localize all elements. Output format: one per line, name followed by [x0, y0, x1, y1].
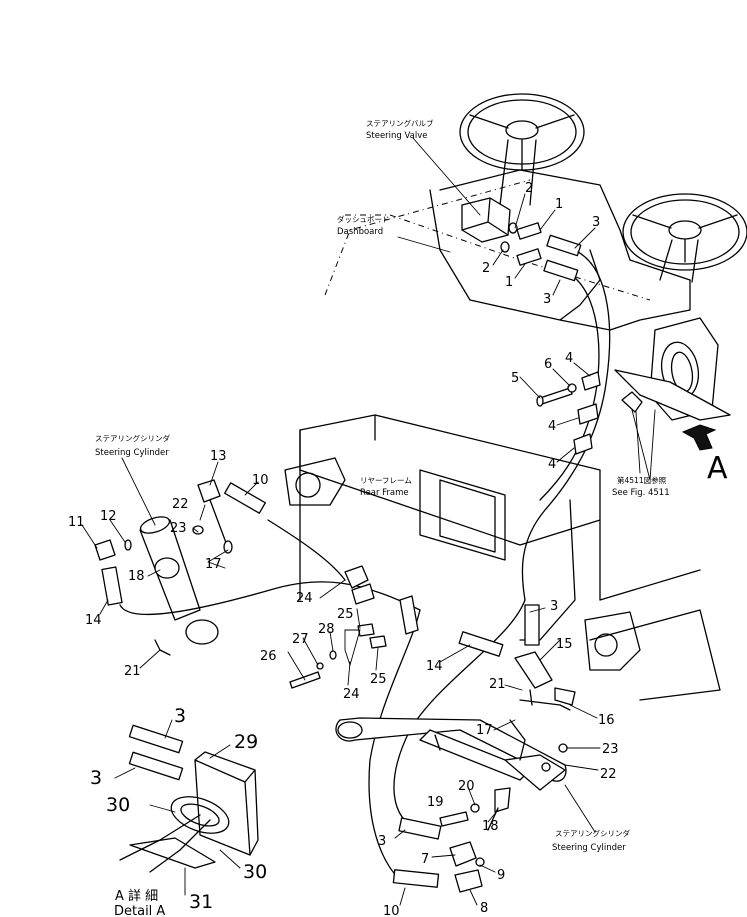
callout: 14 [426, 659, 443, 674]
dashboard-jp-label: ダッシュボード [337, 214, 390, 224]
callout: 19 [427, 795, 444, 810]
callout: 17 [205, 557, 222, 572]
callout: 10 [252, 473, 269, 488]
callout: 25 [337, 607, 354, 622]
hoses-upper [521, 251, 611, 601]
callout: 26 [260, 649, 277, 664]
steering-valve-jp-label: ステアリングバルブ [366, 118, 434, 128]
callout: 23 [602, 742, 619, 757]
see-fig-assembly [614, 317, 731, 481]
callout: 2 [525, 181, 533, 196]
rear-frame [284, 414, 721, 701]
detail-callouts: 3 29 3 30 30 31 [90, 705, 267, 913]
callout: 24 [343, 687, 360, 702]
rear-frame-jp-label: リヤーフレーム [360, 476, 412, 485]
callout: 18 [128, 569, 145, 584]
callout: 8 [480, 901, 488, 916]
callout: 2 [482, 261, 490, 276]
see-fig-jp-label: 第4511図参照 [617, 475, 667, 485]
clamps [536, 371, 601, 455]
detail-jp-label: A 詳 細 [115, 888, 158, 904]
callout: 1 [505, 275, 513, 290]
valve-fittings [500, 222, 582, 282]
steering-cylinder2-jp-label: ステアリングシリンダ [555, 828, 630, 838]
lower-tee-assembly [458, 604, 576, 711]
callout: 20 [458, 779, 475, 794]
steering-cylinder-right [335, 717, 568, 791]
callout: 31 [189, 891, 213, 913]
callout: 11 [68, 515, 85, 530]
detail-a-figure [119, 724, 259, 873]
dashboard-en-label: Dashboard [337, 227, 383, 237]
rear-frame-en-label: Rear Frame [360, 488, 409, 498]
callout: 9 [497, 868, 505, 883]
callout: 12 [100, 509, 117, 524]
callout: 30 [243, 861, 267, 883]
callout: 4 [548, 419, 556, 434]
callout: 3 [174, 705, 186, 727]
steering-cylinder-jp-label: ステアリングシリンダ [95, 433, 170, 443]
callout: 24 [296, 591, 313, 606]
callout: 5 [511, 371, 519, 386]
callout: 28 [318, 622, 335, 637]
callout: 27 [292, 632, 309, 647]
steering-valve-en-label: Steering Valve [366, 131, 428, 141]
steering-wheel-lower [622, 193, 747, 283]
lower-fittings [392, 787, 511, 893]
callout: 18 [482, 819, 499, 834]
steering-wheel-upper [459, 93, 585, 206]
detail-en-label: Detail A [114, 904, 165, 917]
callout: 23 [170, 521, 187, 536]
callout: 13 [210, 449, 227, 464]
callout: 7 [421, 852, 429, 867]
callout: 4 [548, 457, 556, 472]
callout: 21 [124, 664, 141, 679]
callout: 21 [489, 677, 506, 692]
callout: 3 [543, 292, 551, 307]
callout: 25 [370, 672, 387, 687]
view-arrow-a [681, 424, 717, 451]
callout: 6 [544, 357, 552, 372]
leader-lines [81, 137, 641, 906]
see-fig-en-label: See Fig. 4511 [612, 488, 670, 498]
callout: 3 [592, 215, 600, 230]
callout: 1 [555, 197, 563, 212]
steering-cylinder-left [94, 516, 219, 656]
callout: 10 [383, 904, 400, 917]
callout: 30 [106, 794, 130, 816]
callout-numbers: 2 1 3 2 1 3 4 6 5 4 4 13 10 22 23 12 11 … [68, 181, 619, 917]
callout: 3 [550, 599, 558, 614]
callout: 15 [556, 637, 573, 652]
callout: 22 [600, 767, 617, 782]
cylinder-left-fittings [192, 479, 266, 554]
steering-valve [461, 197, 511, 243]
callout: 29 [234, 731, 258, 753]
callout: 14 [85, 613, 102, 628]
steering-cylinder-en-label: Steering Cylinder [95, 448, 169, 458]
callout: 3 [90, 767, 102, 789]
callout: 4 [565, 351, 573, 366]
callout: 3 [378, 834, 386, 849]
callout: 22 [172, 497, 189, 512]
view-letter-a: A [707, 451, 728, 486]
steering-cylinder2-en-label: Steering Cylinder [552, 843, 626, 853]
callout: 17 [476, 723, 493, 738]
callout: 16 [598, 713, 615, 728]
